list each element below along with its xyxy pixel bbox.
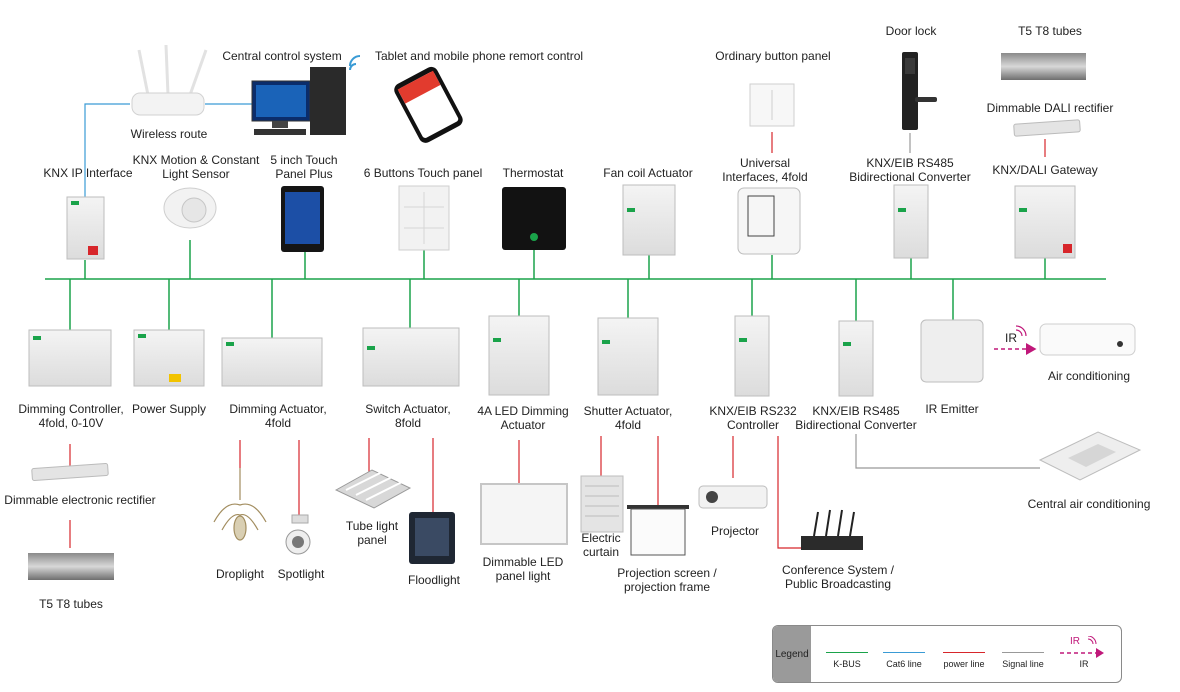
label-power-supply: Power Supply bbox=[131, 402, 207, 416]
label-electric-curtain: Electric curtain bbox=[581, 531, 621, 559]
router-icon bbox=[131, 44, 208, 116]
label-universal-interfaces: Universal Interfaces, 4fold bbox=[722, 156, 808, 184]
ir-emitter-device bbox=[920, 319, 984, 383]
ir-arrow bbox=[994, 325, 1037, 355]
six-button-panel-icon bbox=[398, 185, 450, 251]
computer-icon bbox=[251, 55, 361, 135]
power-lines bbox=[69, 132, 1046, 549]
legend-power-line bbox=[943, 652, 985, 653]
label-door-lock: Door lock bbox=[885, 24, 937, 38]
universal-interface-device bbox=[737, 187, 801, 255]
label-conference: Conference System / Public Broadcasting bbox=[781, 563, 895, 591]
label-shutter-actuator: Shutter Actuator, 4fold bbox=[583, 404, 673, 432]
tube-light-panel-icon bbox=[334, 469, 412, 509]
legend-kbus-label: K-BUS bbox=[833, 659, 861, 669]
label-air-conditioning: Air conditioning bbox=[1047, 369, 1131, 383]
label-droplight: Droplight bbox=[215, 567, 265, 581]
label-central-air: Central air conditioning bbox=[1027, 497, 1151, 511]
label-rs485-top: KNX/EIB RS485 Bidirectional Converter bbox=[849, 156, 971, 184]
label-t5-bottom: T5 T8 tubes bbox=[39, 597, 103, 611]
label-led-panel: Dimmable LED panel light bbox=[482, 555, 564, 583]
button-panel-icon bbox=[749, 83, 795, 127]
legend-power-label: power line bbox=[943, 659, 985, 669]
label-dali-rectifier: Dimmable DALI rectifier bbox=[986, 101, 1114, 115]
fan-coil-device bbox=[622, 184, 676, 256]
curtain-icon bbox=[580, 475, 624, 533]
label-touch-panel-plus: 5 inch Touch Panel Plus bbox=[270, 153, 338, 181]
label-projector: Projector bbox=[710, 524, 760, 538]
label-fan-coil: Fan coil Actuator bbox=[603, 166, 693, 180]
legend-signal-line bbox=[1002, 652, 1044, 653]
label-wireless-route: Wireless route bbox=[130, 127, 208, 141]
label-rs232: KNX/EIB RS232 Controller bbox=[709, 404, 797, 432]
legend-title: Legend bbox=[773, 626, 811, 682]
label-ordinary-panel: Ordinary button panel bbox=[715, 49, 831, 63]
label-dimmable-rectifier: Dimmable electronic rectifier bbox=[4, 493, 156, 507]
electronic-rectifier-icon bbox=[31, 462, 109, 482]
label-six-buttons: 6 Buttons Touch panel bbox=[363, 166, 483, 180]
label-dimming-controller: Dimming Controller, 4fold, 0-10V bbox=[18, 402, 124, 430]
t5-tube-bottom-icon bbox=[28, 553, 114, 580]
label-ir-emitter: IR Emitter bbox=[925, 402, 979, 416]
label-ir-arrow: IR bbox=[1005, 331, 1017, 345]
label-t5-top: T5 T8 tubes bbox=[1018, 24, 1082, 38]
rs485-bottom-device bbox=[838, 320, 874, 397]
thermostat-icon bbox=[502, 187, 566, 250]
dali-rectifier-icon bbox=[1013, 119, 1081, 137]
label-floodlight: Floodlight bbox=[407, 573, 461, 587]
legend-ir-arrow bbox=[1060, 636, 1104, 658]
label-rs485-bottom: KNX/EIB RS485 Bidirectional Converter bbox=[795, 404, 917, 432]
central-ac-icon bbox=[1038, 431, 1142, 481]
label-projection-screen: Projection screen / projection frame bbox=[617, 566, 717, 594]
motion-sensor-icon bbox=[163, 187, 217, 229]
touch-panel-plus-icon bbox=[281, 186, 324, 252]
label-tablet: Tablet and mobile phone remort control bbox=[374, 49, 584, 63]
label-thermostat: Thermostat bbox=[502, 166, 564, 180]
legend-cat6-label: Cat6 line bbox=[886, 659, 922, 669]
knx-ip-device bbox=[66, 196, 105, 260]
dimming-actuator-device bbox=[221, 337, 323, 387]
label-central-control: Central control system bbox=[222, 49, 342, 63]
label-motion-sensor: KNX Motion & Constant Light Sensor bbox=[132, 153, 260, 181]
spotlight-icon bbox=[285, 514, 311, 555]
floodlight-icon bbox=[409, 512, 455, 564]
label-knx-ip: KNX IP Interface bbox=[43, 166, 133, 180]
rs232-device bbox=[734, 315, 770, 397]
dali-gateway-device bbox=[1014, 185, 1076, 259]
projector-icon bbox=[698, 485, 768, 509]
power-supply-device bbox=[133, 329, 205, 387]
label-dali-gateway: KNX/DALI Gateway bbox=[992, 163, 1098, 177]
dimming-controller-device bbox=[28, 329, 112, 387]
led-panel-icon bbox=[480, 483, 568, 545]
legend-kbus-line bbox=[826, 652, 868, 653]
led-dimming-device bbox=[488, 315, 550, 396]
legend-cat6-line bbox=[883, 652, 925, 653]
legend-ir-top-label: IR bbox=[1070, 636, 1080, 647]
door-lock-icon bbox=[902, 52, 937, 130]
legend: Legend K-BUS Cat6 line power line Signal… bbox=[772, 625, 1122, 683]
kbus-lines bbox=[45, 240, 1106, 338]
switch-actuator-device bbox=[362, 327, 460, 387]
projection-screen-icon bbox=[627, 505, 689, 556]
air-conditioner-icon bbox=[1039, 323, 1136, 356]
label-spotlight: Spotlight bbox=[277, 567, 325, 581]
rs485-top-device bbox=[893, 184, 929, 259]
legend-signal-label: Signal line bbox=[1002, 659, 1044, 669]
label-dimming-actuator: Dimming Actuator, 4fold bbox=[229, 402, 327, 430]
label-led-dimming: 4A LED Dimming Actuator bbox=[477, 404, 569, 432]
legend-ir-label: IR bbox=[1079, 659, 1089, 669]
cat6-lines bbox=[84, 103, 252, 197]
shutter-actuator-device bbox=[597, 317, 659, 396]
conference-system-icon bbox=[801, 509, 863, 550]
signal-lines bbox=[855, 133, 1040, 469]
label-tube-light: Tube light panel bbox=[345, 519, 399, 547]
t5-tube-top-icon bbox=[1001, 53, 1086, 80]
droplight-icon bbox=[213, 468, 267, 541]
phone-icon bbox=[394, 66, 463, 143]
label-switch-actuator: Switch Actuator, 8fold bbox=[365, 402, 451, 430]
